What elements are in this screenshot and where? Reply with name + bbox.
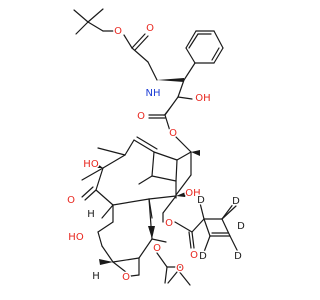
atom-label-deuterium-5: D [199, 251, 207, 262]
atom-label-c3-hydrogen: H [92, 271, 100, 282]
atom-labels: O O NH OH O O HO O OH HO O O O O O H H D… [66, 22, 247, 285]
atom-label-ester-carbonyl-oxygen: O [137, 111, 145, 122]
atom-label-c1-hydroxyl: OH [185, 188, 200, 199]
atom-label-amide-nitrogen: NH [146, 88, 161, 99]
atom-label-deuterium-4: D [234, 251, 242, 262]
atom-label-deuterium-1: D [197, 195, 205, 206]
atom-label-acetyl-carbonyl-oxygen: O [176, 263, 184, 274]
atom-label-oxetane-oxygen: O [122, 272, 130, 283]
molecule-structure-diagram: O O NH OH O O HO O OH HO O O O O O H H D… [66, 8, 247, 286]
atom-label-c5-hydrogen: H [87, 209, 95, 220]
atom-label-boc-ether-oxygen: O [114, 26, 122, 37]
atom-label-c10-hydroxyl: HO [83, 159, 99, 170]
atom-label-acetate-oxygen: O [153, 243, 161, 254]
stereo-wedges [96, 78, 200, 265]
atom-label-ketone-oxygen: O [67, 195, 75, 206]
atom-label-c7-hydroxyl: HO [68, 232, 84, 243]
atom-label-benzoate-oxygen: O [165, 218, 173, 229]
atom-label-deuterium-2: D [232, 196, 240, 207]
atom-label-side-chain-hydroxyl: OH [195, 93, 210, 104]
atom-label-ester-oxygen: O [169, 128, 177, 139]
atom-label-deuterium-3: D [237, 221, 245, 232]
atom-label-benzoyl-carbonyl-oxygen: O [190, 250, 198, 261]
atom-label-boc-carbonyl-oxygen: O [146, 23, 154, 34]
